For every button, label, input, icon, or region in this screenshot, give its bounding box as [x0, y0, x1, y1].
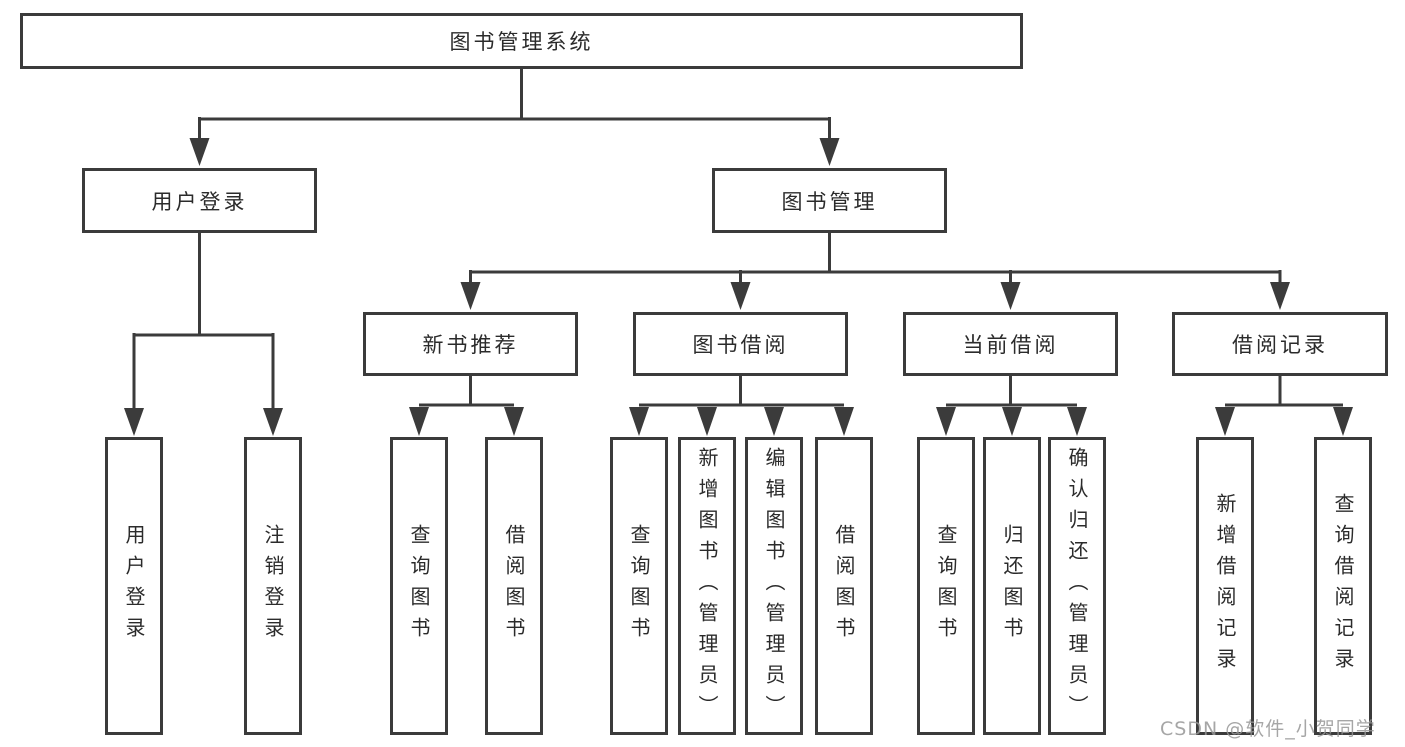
leaf-logout: 注销登录 [244, 437, 302, 735]
arrowhead [819, 138, 840, 166]
leaf-borrow-book-1: 借阅图书 [485, 437, 543, 735]
connector-line [1225, 376, 1343, 407]
connector-line [419, 376, 514, 407]
node-new-book-recommend: 新书推荐 [363, 312, 578, 376]
node-new-book-recommend-label: 新书推荐 [422, 333, 519, 357]
leaf-query-borrow-record: 查询借阅记录 [1314, 437, 1372, 735]
node-user-login: 用户登录 [82, 168, 317, 233]
leaf-add-borrow-record: 新增借阅记录 [1196, 437, 1254, 735]
connector-user-login-to-leaves [124, 233, 283, 436]
leaf-query-book-3: 查询图书 [917, 437, 975, 735]
leaf-return-book-label: 归还图书 [1000, 524, 1024, 648]
connector-line [639, 376, 844, 407]
leaf-user-login-label: 用户登录 [122, 524, 146, 648]
arrowhead [409, 407, 429, 436]
arrowhead [263, 408, 283, 436]
leaf-edit-book-admin: 编辑图书（管理员） [745, 437, 803, 735]
connector-book-borrow-to-leaves [629, 376, 854, 436]
leaf-edit-book-admin-label: 编辑图书（管理员） [762, 446, 786, 726]
leaf-confirm-return-admin-label: 确认归还（管理员） [1065, 446, 1089, 726]
leaf-borrow-book-2-label: 借阅图书 [832, 524, 856, 648]
arrowhead [936, 407, 956, 436]
arrowhead [124, 408, 144, 436]
arrowhead [189, 138, 210, 166]
arrowhead [1002, 407, 1022, 436]
leaf-query-book-3-label: 查询图书 [934, 524, 958, 648]
connector-line [198, 68, 831, 142]
arrowhead [1067, 407, 1087, 436]
leaf-add-book-admin-label: 新增图书（管理员） [695, 446, 719, 726]
connector-root-to-level2 [189, 68, 840, 166]
connector-new-book-rec-to-leaves [409, 376, 524, 436]
connector-book-mgmt-to-level3 [460, 233, 1290, 310]
leaf-query-book-1-label: 查询图书 [407, 524, 431, 648]
arrowhead [460, 282, 481, 310]
node-borrow-record: 借阅记录 [1172, 312, 1388, 376]
csdn-watermark: CSDN @软件_小贺同学 [1160, 718, 1376, 740]
node-book-borrow: 图书借阅 [633, 312, 848, 376]
leaf-query-book-1: 查询图书 [390, 437, 448, 735]
connector-line [469, 233, 1282, 288]
arrowhead [1000, 282, 1021, 310]
arrowhead [1215, 407, 1235, 436]
node-borrow-record-label: 借阅记录 [1232, 333, 1328, 357]
arrowhead [730, 282, 751, 310]
leaf-query-borrow-record-label: 查询借阅记录 [1331, 493, 1355, 679]
node-book-borrow-label: 图书借阅 [692, 333, 789, 357]
arrowhead [697, 407, 717, 436]
arrowhead [834, 407, 854, 436]
node-user-login-label: 用户登录 [151, 189, 248, 214]
connector-borrow-record-to-leaves [1215, 376, 1353, 436]
leaf-query-book-2: 查询图书 [610, 437, 668, 735]
leaf-add-book-admin: 新增图书（管理员） [678, 437, 736, 735]
arrowhead [504, 407, 524, 436]
leaf-user-login: 用户登录 [105, 437, 163, 735]
connector-current-borrow-to-leaves [936, 376, 1087, 436]
node-current-borrow: 当前借阅 [903, 312, 1118, 376]
leaf-add-borrow-record-label: 新增借阅记录 [1213, 493, 1237, 679]
connector-line [946, 376, 1077, 407]
leaf-borrow-book-1-label: 借阅图书 [502, 524, 526, 648]
node-book-mgmt: 图书管理 [712, 168, 947, 233]
node-root-label: 图书管理系统 [449, 30, 594, 54]
node-book-mgmt-label: 图书管理 [781, 189, 878, 214]
arrowhead [1270, 282, 1290, 310]
leaf-confirm-return-admin: 确认归还（管理员） [1048, 437, 1106, 735]
connector-line [132, 233, 275, 412]
arrowhead [1333, 407, 1353, 436]
leaf-borrow-book-2: 借阅图书 [815, 437, 873, 735]
leaf-return-book: 归还图书 [983, 437, 1041, 735]
arrowhead [764, 407, 784, 436]
node-current-borrow-label: 当前借阅 [962, 333, 1059, 357]
node-root-system: 图书管理系统 [20, 13, 1023, 69]
arrowhead [629, 407, 649, 436]
leaf-logout-label: 注销登录 [261, 524, 285, 648]
leaf-query-book-2-label: 查询图书 [627, 524, 651, 648]
